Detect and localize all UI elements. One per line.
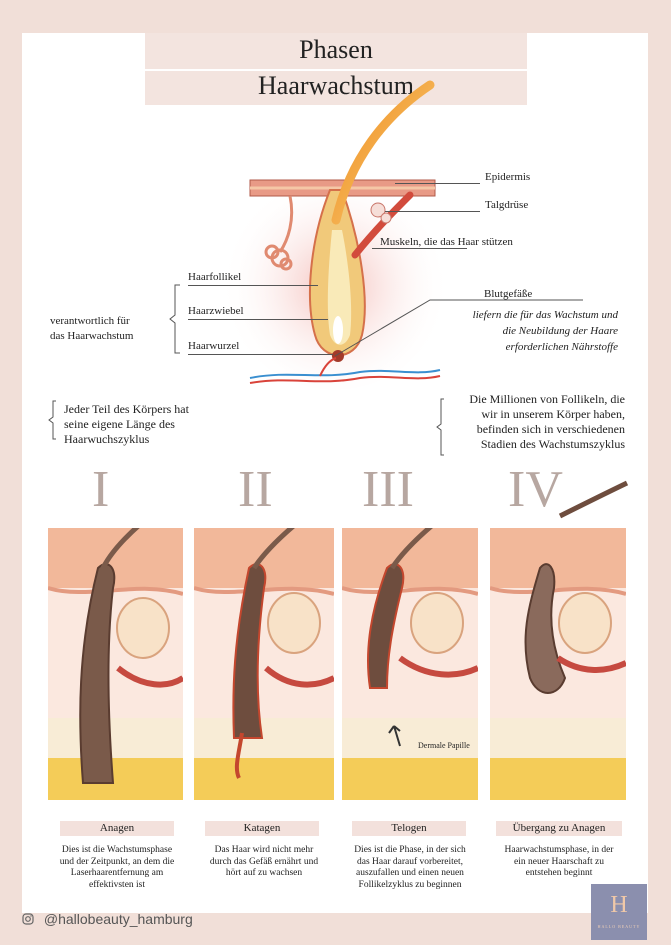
label-muskeln: Muskeln, die das Haar stützen: [380, 236, 513, 248]
sebaceous-gland: [370, 202, 386, 218]
blood-vessel-blue: [249, 369, 441, 379]
note-right: Die Millionen von Follikeln, die wir in …: [469, 392, 625, 452]
numeral-phase-1: I: [92, 461, 110, 518]
hair-shaft: [331, 80, 435, 225]
numeral-phase-3: III: [362, 461, 414, 518]
note-left-line-3: Haarwuchszyklus: [64, 432, 150, 446]
leader-haarwurzel: [188, 354, 333, 355]
footer-handle-text: @hallobeauty_hamburg: [43, 911, 193, 927]
phase-desc-katagen-line-3: hört auf zu wachsen: [225, 868, 303, 878]
brand-logo: H HALLO BEAUTY: [591, 884, 647, 940]
blood-vessel-red: [249, 375, 441, 384]
sebaceous-gland-4: [558, 592, 612, 654]
title-line1: Phasen: [299, 35, 373, 64]
phase-desc-katagen: Das Haar wird nicht mehr durch das Gefäß…: [193, 845, 335, 880]
label-blutgefaesse: Blutgefäße: [484, 288, 533, 300]
leader-blutgefaesse: [334, 299, 583, 357]
phase-desc-telogen-line-4: Follikelzyklus zu beginnen: [358, 879, 462, 890]
bracket-right-note: [436, 398, 444, 456]
note-right-line-1: Die Millionen von Follikeln, die: [469, 392, 625, 406]
instagram-icon: [22, 913, 34, 925]
title-line2: Haarwachstum: [258, 71, 414, 100]
phase-name-katagen: Katagen: [205, 821, 319, 836]
dermal-papilla-arrow: [388, 725, 401, 747]
phase-desc-telogen-line-2: das Haar darauf vorbereitet,: [356, 856, 464, 867]
phase-desc-uebergang-line-1: Haarwachstumsphase, in der: [504, 845, 614, 855]
phase-desc-katagen-line-2: durch das Gefäß ernährt und: [209, 856, 319, 867]
brand-logo-letter: H: [610, 892, 628, 918]
follicle-illustration: [220, 80, 450, 390]
label-haarzwiebel: Haarzwiebel: [188, 305, 244, 317]
phase-desc-telogen-line-3: auszufallen und einen neuen: [356, 868, 464, 878]
phase-panel-uebergang: [490, 528, 626, 800]
sebaceous-gland-3: [410, 592, 464, 654]
phase-name-uebergang: Übergang zu Anagen: [496, 821, 622, 836]
footer-handle: @hallobeauty_hamburg: [22, 911, 193, 927]
phase-desc-anagen-line-3: Laserhaarentfernung am: [70, 868, 164, 878]
sebaceous-gland-1: [116, 597, 170, 659]
label-epidermis: Epidermis: [485, 171, 531, 183]
phase-desc-telogen-line-1: Dies ist die Phase, in der sich: [354, 845, 466, 855]
label-dermale-papille: Dermale Papille: [418, 741, 470, 750]
phase-desc-uebergang: Haarwachstumsphase, in der ein neuer Haa…: [490, 845, 628, 880]
leader-epidermis: [395, 183, 480, 184]
leader-haarzwiebel: [188, 319, 328, 320]
phase-name-telogen: Telogen: [352, 821, 466, 836]
phase-desc-telogen: Dies ist die Phase, in der sich das Haar…: [340, 845, 480, 891]
label-talgdruese: Talgdrüse: [485, 199, 529, 211]
note-left-line-2: seine eigene Länge des: [64, 417, 175, 431]
title-divider: [145, 69, 527, 71]
label-verantwortlich-1: verantwortlich für: [50, 315, 130, 327]
phase-panel-anagen: [48, 528, 183, 800]
note-left: Jeder Teil des Körpers hat seine eigene …: [64, 402, 189, 447]
phase-desc-anagen-line-4: effektivsten ist: [88, 879, 146, 890]
phase-panel-katagen: [194, 528, 334, 800]
leader-muskeln: [372, 248, 467, 249]
phase-desc-uebergang-line-3: entstehen beginnt: [525, 868, 593, 878]
phase-desc-uebergang-line-2: ein neuer Haarschaft zu: [514, 856, 604, 867]
label-blut-note-3: erforderlichen Nährstoffe: [505, 341, 618, 353]
label-verantwortlich-2: das Haarwachstum: [50, 330, 134, 342]
phase-desc-anagen-line-2: und der Zeitpunkt, an dem die: [59, 856, 175, 867]
label-haarwurzel: Haarwurzel: [188, 340, 240, 352]
label-blut-note-2: die Neubildung der Haare: [502, 325, 618, 337]
phase-name-anagen: Anagen: [60, 821, 174, 836]
sebaceous-gland-2: [267, 592, 321, 654]
leader-talgdruese: [385, 211, 480, 212]
phase-desc-anagen: Dies ist die Wachstumsphase und der Zeit…: [48, 845, 186, 891]
bracket-verantwortlich: [169, 284, 180, 354]
label-haarfollikel: Haarfollikel: [188, 271, 242, 283]
note-right-line-2: wir in unserem Körper haben,: [481, 407, 625, 421]
phase-desc-anagen-line-1: Dies ist die Wachstumsphase: [61, 845, 173, 855]
note-left-line-1: Jeder Teil des Körpers hat: [64, 402, 189, 416]
brand-logo-subtitle: HALLO BEAUTY: [597, 924, 641, 929]
shed-hair: [558, 480, 629, 519]
numeral-phase-4: IV: [508, 461, 563, 518]
phase-panel-telogen: [342, 528, 478, 800]
phase-desc-katagen-line-1: Das Haar wird nicht mehr: [214, 845, 314, 855]
note-right-line-4: Stadien des Wachstumszyklus: [480, 437, 625, 451]
numeral-phase-2: II: [238, 461, 273, 518]
bracket-left-note: [48, 400, 56, 440]
title-box: Phasen Haarwachstum: [145, 33, 527, 105]
leader-haarfollikel: [188, 285, 318, 286]
note-right-line-3: befinden sich in verschiedenen: [476, 422, 625, 436]
label-blut-note-1: liefern die für das Wachstum und: [472, 309, 618, 321]
